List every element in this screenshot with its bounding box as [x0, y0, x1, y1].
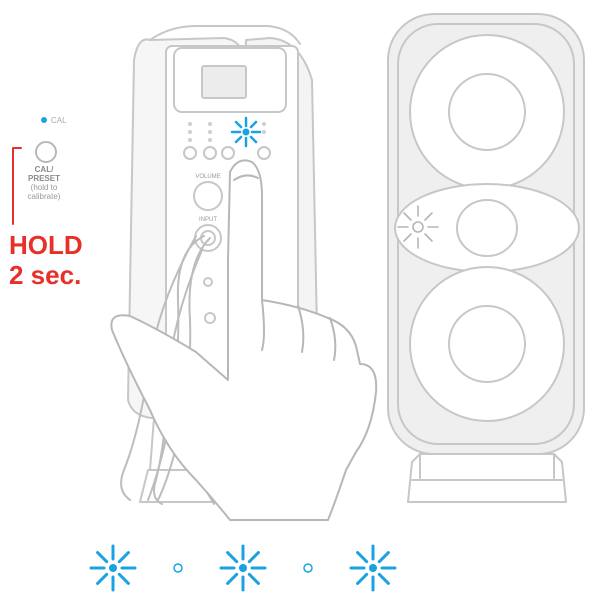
led-flash-ray — [228, 574, 237, 583]
led-flash-core — [239, 564, 247, 572]
hold-line-2: 2 sec. — [9, 260, 83, 290]
front-speaker — [388, 14, 584, 502]
led-flash-icon — [91, 546, 135, 590]
led-flash-ray — [358, 553, 367, 562]
hold-instruction: HOLD 2 sec. — [9, 230, 83, 290]
cal-led-label: CAL — [51, 116, 67, 125]
led-flash-ray — [358, 574, 367, 583]
led-flash-ray — [119, 553, 128, 562]
cal-preset-title-1: CAL/ — [35, 165, 54, 174]
led-off-dot — [174, 564, 182, 572]
led-flash-ray — [98, 574, 107, 583]
led-flash-core — [369, 564, 377, 572]
led-flash-icon — [221, 546, 265, 590]
hold-line-1: HOLD — [9, 230, 83, 260]
led-flash-ray — [379, 574, 388, 583]
led-off-icon — [174, 564, 182, 572]
led-flash-ray — [379, 553, 388, 562]
led-flash-ray — [249, 574, 258, 583]
led-flash-ray — [228, 553, 237, 562]
cal-preset-hint-1: (hold to — [31, 183, 58, 192]
cal-preset-caption: CAL/ PRESET (hold to calibrate) — [20, 165, 68, 201]
cal-preset-hint-2: calibrate) — [28, 192, 61, 201]
led-off-dot — [304, 564, 312, 572]
calibration-callout: CAL CAL/ PRESET (hold to calibrate) HOLD… — [0, 0, 120, 320]
rear-panel-led-flash-icon — [232, 118, 260, 146]
front-led-flash-icon — [398, 206, 438, 248]
led-flash-core — [109, 564, 117, 572]
led-flash-ray — [119, 574, 128, 583]
cal-preset-title-2: PRESET — [28, 174, 60, 183]
input-label: INPUT — [199, 217, 217, 223]
led-flash-icon — [351, 546, 395, 590]
blink-sequence — [91, 546, 395, 590]
volume-label: VOLUME — [195, 174, 220, 180]
led-flash-ray — [98, 553, 107, 562]
led-off-icon — [304, 564, 312, 572]
led-flash-ray — [249, 553, 258, 562]
